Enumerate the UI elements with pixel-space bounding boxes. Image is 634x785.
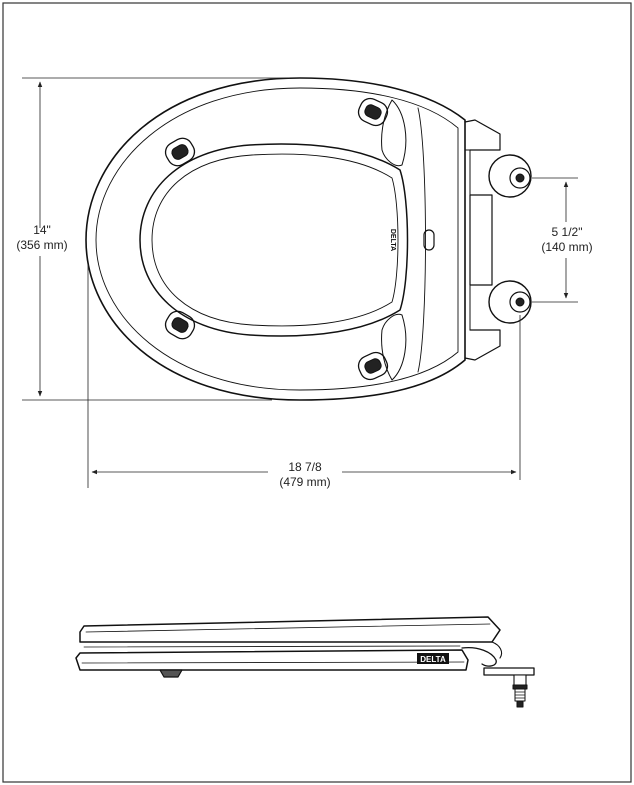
- seat-opening: [139, 143, 409, 337]
- hinge-post-top: [488, 154, 532, 198]
- bumper-top-left: [164, 137, 196, 167]
- bolt-spacing-mm-label: (140 mm): [541, 240, 592, 254]
- hinge-post-bottom: [488, 280, 532, 324]
- side-mount-plate: [483, 667, 535, 676]
- rear-pocket-bottom: [381, 313, 407, 381]
- length-inches-label: 18 7/8: [288, 460, 322, 474]
- bolt-spacing-dimension: [532, 177, 578, 303]
- seat-rear-band: [417, 107, 426, 373]
- side-view: [75, 616, 535, 708]
- height-dimension: [22, 77, 290, 401]
- hinge-bar: [469, 194, 493, 286]
- side-hinge: [461, 646, 497, 667]
- hinge-base-top: [464, 119, 501, 151]
- side-bumper-foot: [159, 669, 183, 678]
- rear-pocket-top: [381, 99, 407, 167]
- bumper-top-right: [357, 97, 389, 127]
- height-inches-label: 14": [33, 223, 51, 237]
- seat-opening-rim: [151, 153, 399, 327]
- bumper-bottom-left: [164, 310, 196, 340]
- side-seat: [75, 649, 469, 671]
- seat-rim-line: [95, 87, 459, 391]
- grip-slot: [423, 229, 435, 251]
- length-dimension: [87, 265, 521, 488]
- hinge-base-bottom: [464, 329, 501, 361]
- seat-outer-outline: [85, 77, 466, 401]
- bumper-bottom-right: [357, 351, 389, 381]
- top-view: [85, 77, 532, 401]
- brand-logo-side: DELTA: [420, 655, 446, 664]
- side-lid: [79, 616, 501, 643]
- side-mount-bolt: [512, 674, 528, 708]
- length-mm-label: (479 mm): [279, 475, 330, 489]
- bolt-spacing-inches-label: 5 1/2": [552, 225, 583, 239]
- brand-badge-side: [417, 653, 449, 664]
- brand-logo-top: DELTA: [389, 229, 396, 251]
- height-mm-label: (356 mm): [16, 238, 67, 252]
